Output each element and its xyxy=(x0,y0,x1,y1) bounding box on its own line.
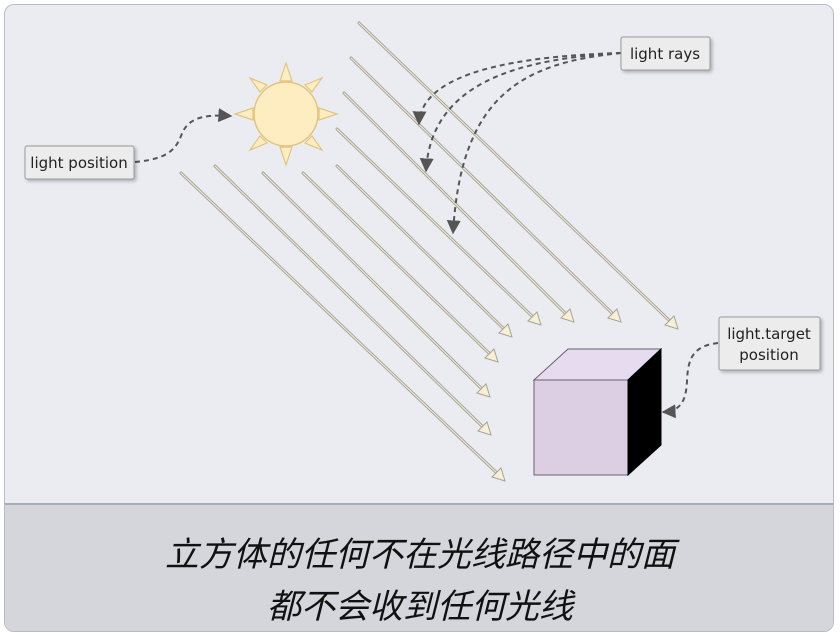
light-ray xyxy=(179,171,506,482)
label-light-target xyxy=(718,316,821,371)
light-ray xyxy=(335,127,542,326)
light-ray xyxy=(301,171,499,363)
label-light-rays-text: light rays xyxy=(630,45,700,63)
cube-shape xyxy=(532,347,663,477)
label-light-position-text: light position xyxy=(30,154,127,172)
sun-icon xyxy=(233,61,339,167)
caption-line-2: 都不会收到任何光线 xyxy=(267,587,573,627)
light-position-arrow xyxy=(134,108,233,163)
label-light-target-line1: light.target xyxy=(727,325,811,343)
light-rays-arrow-3 xyxy=(446,52,622,235)
light-ray xyxy=(342,91,575,323)
light-ray xyxy=(213,164,492,436)
light-ray xyxy=(357,21,679,330)
caption-line-1: 立方体的任何不在光线路径中的面 xyxy=(165,535,675,575)
light-rays-arrow-2 xyxy=(419,52,622,173)
callout-arrows xyxy=(134,52,719,419)
label-light-position xyxy=(24,145,135,180)
label-light-rays xyxy=(620,36,711,71)
light-ray xyxy=(261,171,491,398)
light-rays-group xyxy=(179,21,679,482)
diagram-frame: light position light rays light.target p… xyxy=(4,4,834,632)
light-rays-arrow-1 xyxy=(412,52,622,126)
diagram-canvas: light position light rays light.target p… xyxy=(24,21,821,482)
label-light-target-line2: position xyxy=(739,346,798,364)
light-ray xyxy=(349,56,622,323)
caption-bar: 立方体的任何不在光线路径中的面 都不会收到任何光线 xyxy=(5,503,833,631)
light-target-arrow xyxy=(661,342,719,419)
light-ray xyxy=(335,164,513,338)
